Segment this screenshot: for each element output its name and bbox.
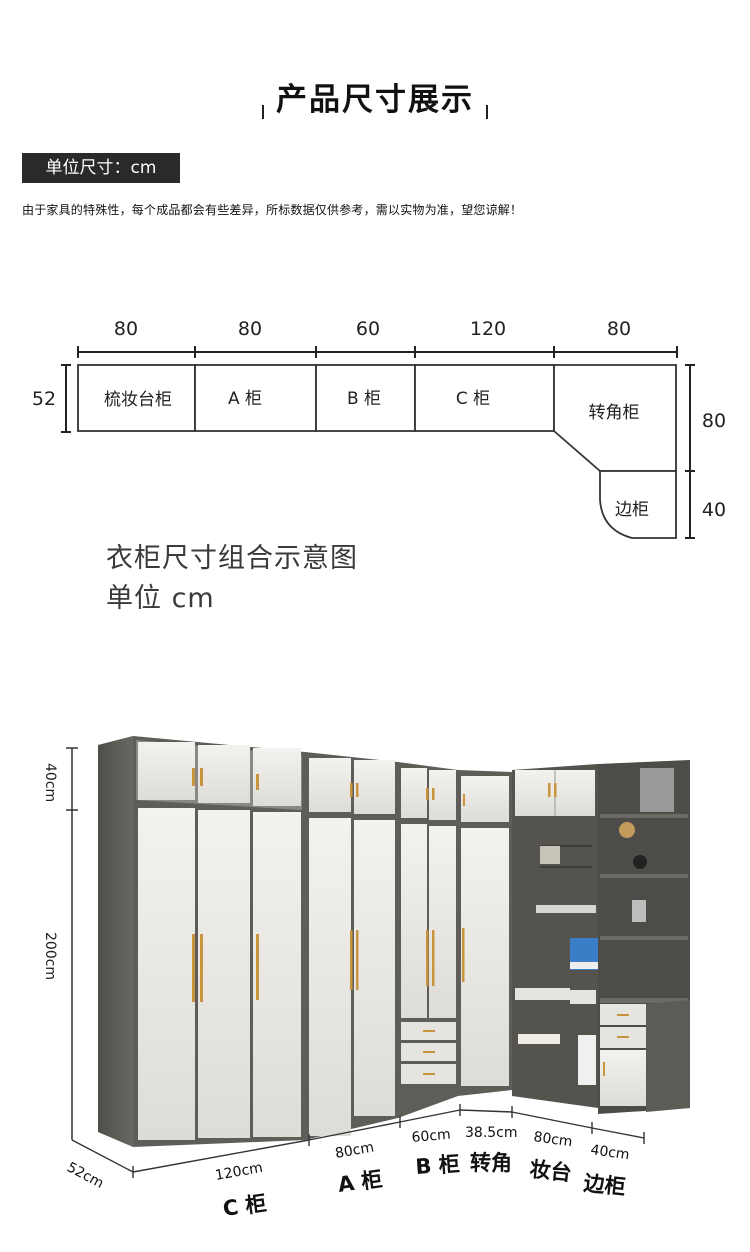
cabinet-side-shelf <box>598 760 690 1114</box>
module-label-vanity: 梳妆台柜 <box>104 390 172 410</box>
handles-c <box>192 768 259 1002</box>
module-side <box>599 470 677 539</box>
width-label-b: 60 <box>356 318 380 340</box>
width-label-corner: 80 <box>607 318 631 340</box>
section-header: 产品尺寸展示 <box>0 72 750 128</box>
segment-name-c: C 柜 <box>221 1191 268 1221</box>
module-a <box>194 364 317 432</box>
floor-plan-diagram: 80 80 60 120 80 52 梳妆台柜 A 柜 B 柜 C 柜 转 <box>0 300 750 550</box>
module-b <box>315 364 416 432</box>
side-panel <box>98 736 133 1147</box>
title-divider-left <box>262 104 264 119</box>
segment-size-vanity: 80cm <box>532 1129 573 1150</box>
module-label-c: C 柜 <box>456 389 490 409</box>
width-label-vanity: 80 <box>114 318 138 340</box>
segment-name-side: 边柜 <box>582 1171 626 1199</box>
height-label-corner: 80 <box>702 410 726 432</box>
diagram-caption: 衣柜尺寸组合示意图 <box>106 543 358 574</box>
segment-size-side: 40cm <box>589 1142 630 1163</box>
wardrobe-render: 40cm 200cm <box>0 720 750 1248</box>
unit-badge: 单位尺寸：cm <box>22 153 180 183</box>
diagram-unit-caption: 单位 cm <box>106 583 215 614</box>
keyboard-drawer <box>515 988 570 1000</box>
module-c <box>414 364 555 432</box>
segment-name-corner: 转角 <box>470 1151 512 1175</box>
segment-name-a: A 柜 <box>336 1167 383 1197</box>
height-label-main: 200cm <box>42 932 58 980</box>
height-dimension-line <box>66 747 78 1140</box>
module-label-side: 边柜 <box>615 500 649 520</box>
segment-size-corner: 38.5cm <box>465 1125 518 1141</box>
right-dimension-line <box>685 364 695 539</box>
width-label-c: 120 <box>470 318 506 340</box>
segment-size-c: 120cm <box>214 1160 264 1184</box>
depth-dimension-line <box>61 364 71 433</box>
cabinet-c <box>133 736 305 1147</box>
height-label-side: 40 <box>702 499 726 521</box>
page-title: 产品尺寸展示 <box>276 82 474 118</box>
module-label-corner: 转角柜 <box>589 403 640 423</box>
depth-label: 52 <box>32 388 56 410</box>
cabinet-b <box>398 762 458 1118</box>
height-label-top: 40cm <box>42 763 58 802</box>
cabinet-vanity <box>512 764 600 1108</box>
cabinet-corner <box>458 770 512 1096</box>
module-label-a: A 柜 <box>228 389 262 409</box>
base-dimension-line <box>71 1104 645 1178</box>
segment-size-a: 80cm <box>334 1139 375 1162</box>
cabinet-a <box>305 752 398 1140</box>
depth-label-base: 52cm <box>64 1159 106 1192</box>
title-divider-right <box>486 104 488 119</box>
stool <box>518 1034 560 1044</box>
segment-size-b: 60cm <box>411 1127 451 1146</box>
width-dimension-line <box>77 346 678 358</box>
module-label-b: B 柜 <box>347 389 381 409</box>
disclaimer-text: 由于家具的特殊性，每个成品都会有些差异，所标数据仅供参考，需以实物为准，望您谅解… <box>22 203 523 217</box>
segment-name-vanity: 妆台 <box>528 1157 572 1185</box>
segment-name-b: B 柜 <box>415 1152 461 1179</box>
width-label-a: 80 <box>238 318 262 340</box>
